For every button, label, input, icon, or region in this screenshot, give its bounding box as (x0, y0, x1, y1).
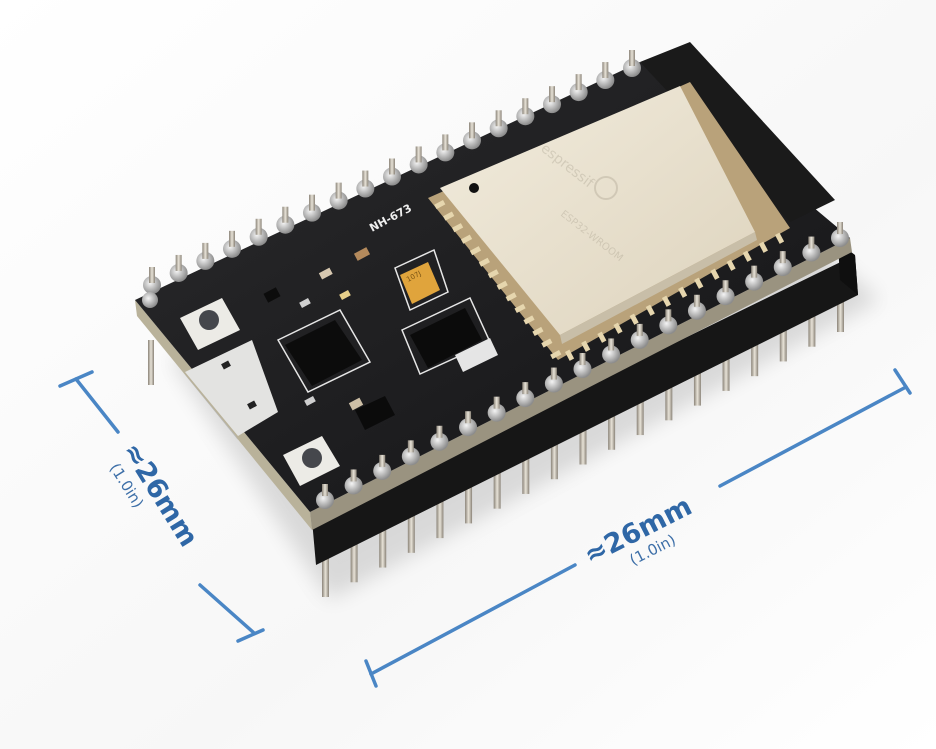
pcb-edge-front (310, 238, 852, 530)
reset-button-cap (199, 310, 219, 330)
transistor (355, 396, 395, 430)
silkscreen-outlines (276, 248, 491, 393)
smd-components (263, 247, 371, 411)
dim-width-line-right (718, 385, 908, 488)
module-castellations (434, 200, 785, 361)
dim-width-tick-right (893, 368, 912, 395)
usb-slot-bottom (247, 400, 257, 410)
dim-width-line-left (369, 563, 577, 676)
boot-button-cap (302, 448, 322, 468)
back-pin-row (143, 50, 641, 294)
voltage-regulator (410, 308, 482, 368)
left-corner-pins (142, 292, 158, 385)
tantalum-capacitor (400, 262, 440, 304)
regulator-tab (455, 338, 498, 372)
front-header-strip (312, 255, 858, 565)
dimension-width (364, 368, 912, 688)
dim-depth-tick-bottom (236, 628, 265, 643)
usb-uart-chip (285, 320, 362, 386)
front-solder-row (316, 222, 849, 509)
dim-depth-line-top (74, 377, 120, 434)
esp32-module-shield (440, 86, 755, 335)
micro-usb-port (185, 340, 278, 436)
pin1-marker (469, 183, 479, 193)
usb-port-edge (183, 372, 238, 440)
shield-edge (560, 232, 757, 344)
dimension-depth (58, 370, 265, 643)
dim-depth-line-bottom (198, 583, 256, 635)
front-pin-legs (322, 290, 844, 597)
usb-slot-top (221, 360, 231, 370)
